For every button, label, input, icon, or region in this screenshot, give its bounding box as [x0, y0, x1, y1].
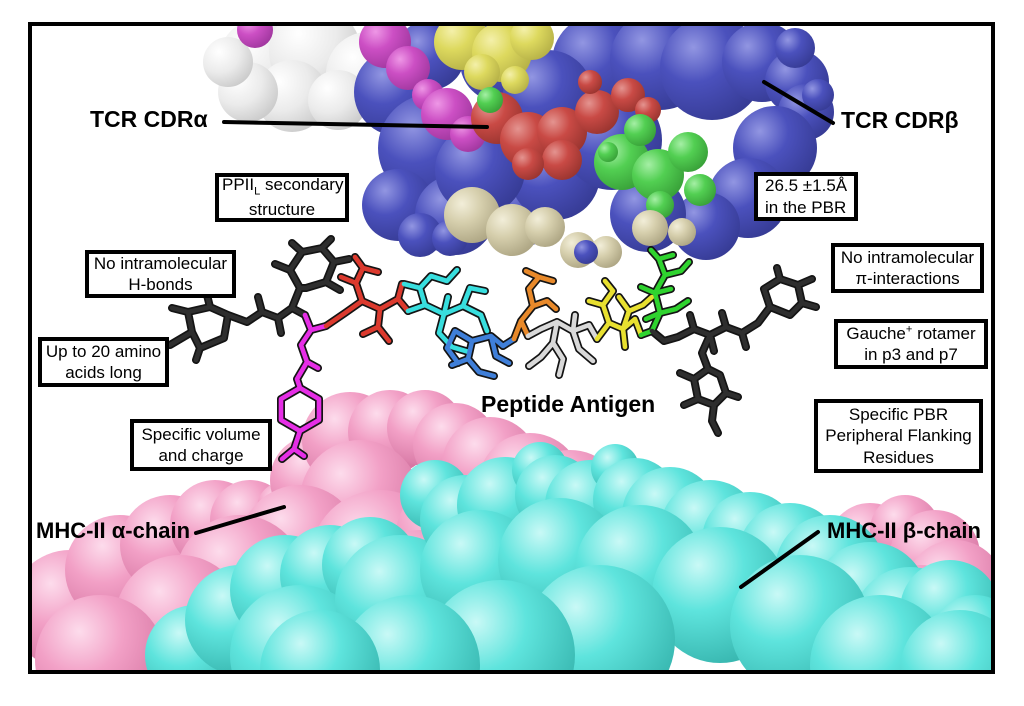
callout-text: in p3 and p7	[864, 345, 958, 364]
callout-text: No intramolecular	[93, 253, 228, 273]
peptide-flank-right-black	[652, 268, 816, 433]
tcr-surface-tan-patches	[444, 187, 696, 268]
peptide-residue-white	[528, 315, 597, 375]
callout-no-intramolecular-hbonds: No intramolecular H-bonds	[85, 250, 236, 298]
callout-ppii-secondary-structure: PPIIL secondary structure	[215, 173, 349, 222]
callout-text: Specific volume	[141, 424, 261, 444]
callout-text: and charge	[158, 446, 244, 465]
callout-text: 26.5 ±1.5Å	[765, 176, 848, 196]
callout-text: π-interactions	[855, 269, 960, 288]
label-mhc-beta-chain: MHC-II β-chain	[827, 518, 981, 543]
callout-text: rotamer	[912, 323, 976, 343]
callout-text: acids long	[65, 363, 142, 382]
tcr-surface-blue	[354, 26, 834, 260]
callout-text: No intramolecular	[840, 247, 975, 267]
label-tcr-cdr-beta: TCR CDRβ	[841, 107, 959, 133]
label-mhc-alpha-chain: MHC-II α-chain	[36, 518, 191, 543]
tcr-blue-sphere	[574, 240, 598, 264]
tcr-surface	[203, 26, 834, 268]
callout-text: in the PBR	[765, 197, 847, 217]
leader-line-mhc-beta	[739, 530, 820, 589]
callout-text: Up to 20 amino	[45, 341, 162, 361]
callout-no-pi-interactions: No intramolecular π-interactions	[831, 243, 984, 293]
callout-gauche-rotamer: Gauche+ rotamer in p3 and p7	[834, 319, 988, 369]
callout-text: PPII	[222, 175, 255, 195]
leader-lines	[194, 80, 835, 589]
callout-pbr-flanking-residues: Specific PBR Peripheral Flanking Residue…	[814, 399, 983, 473]
label-peptide-antigen: Peptide Antigen	[481, 391, 656, 417]
callout-text: secondary	[260, 175, 344, 195]
callout-amino-acids-length: Up to 20 amino acids long	[38, 337, 169, 387]
callout-text: Residues	[863, 447, 934, 467]
callout-text: Gauche	[846, 323, 906, 343]
tcr-surface-white-lobe	[203, 26, 410, 132]
label-tcr-cdr-alpha: TCR CDRα	[90, 106, 208, 132]
callout-specific-volume-charge: Specific volume and charge	[130, 419, 272, 471]
leader-line-mhc-alpha	[194, 505, 286, 535]
callout-pbr-distance: 26.5 ±1.5Å in the PBR	[754, 172, 858, 221]
callout-text: structure	[248, 200, 316, 220]
leader-line-tcr-cdr-alpha	[222, 120, 489, 129]
leader-line-tcr-cdr-beta	[762, 80, 835, 125]
callout-text: Specific PBR	[848, 404, 949, 424]
tcr-surface-green-patches	[477, 87, 716, 219]
callout-text-sub: L	[254, 185, 261, 198]
mhc-beta-surface	[145, 442, 991, 670]
tcr-surface-yellow-patch	[434, 26, 554, 94]
callout-text-sup: +	[905, 322, 913, 335]
callout-text: Peripheral Flanking	[825, 426, 972, 446]
callout-text: H-bonds	[128, 275, 193, 294]
